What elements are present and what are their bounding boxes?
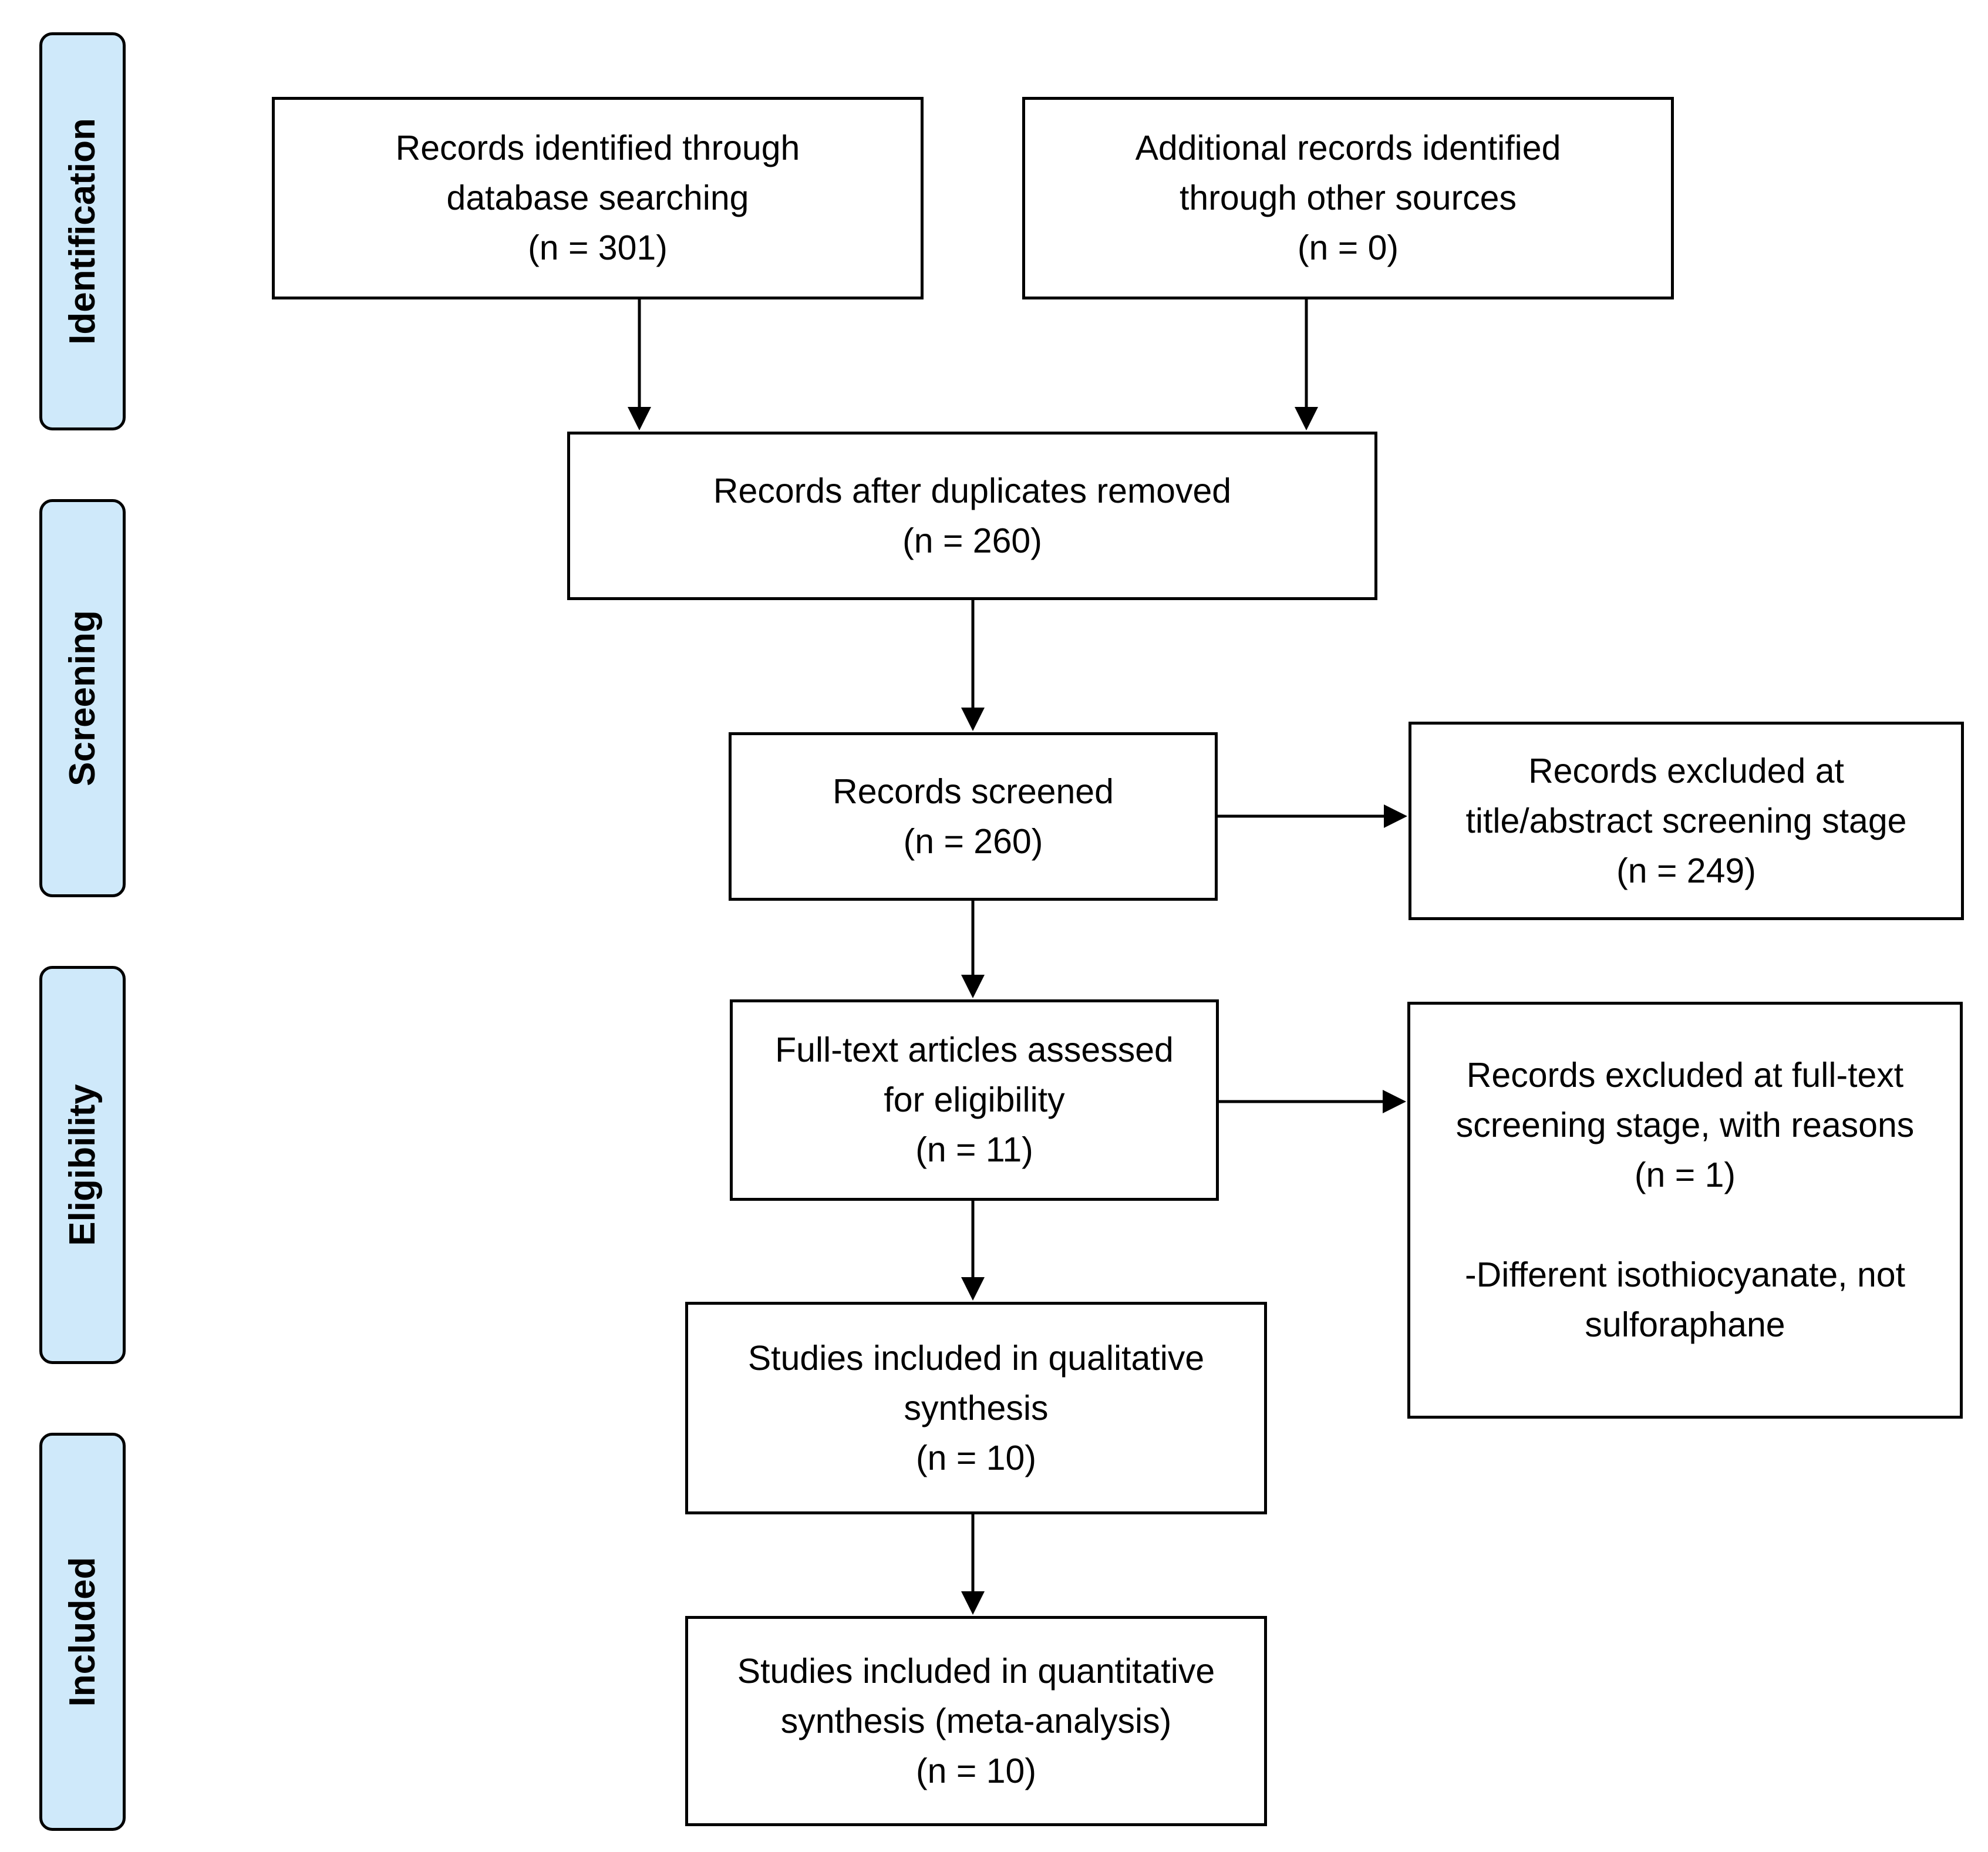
- excluded-full-text-reason-line1: -Different isothiocyanate, not: [1465, 1255, 1905, 1294]
- full-text-assessed-count: (n = 11): [915, 1130, 1033, 1169]
- quantitative-synthesis-count: (n = 10): [916, 1751, 1036, 1790]
- stage-identification-label: Identification: [62, 118, 103, 345]
- qualitative-synthesis-box: Studies included in qualitative synthesi…: [685, 1302, 1267, 1514]
- qualitative-synthesis-count: (n = 10): [916, 1438, 1036, 1477]
- duplicates-removed-count: (n = 260): [902, 521, 1042, 560]
- database-search-line2: database searching: [446, 179, 749, 217]
- stage-screening: Screening: [39, 499, 126, 897]
- database-search-box: Records identified through database sear…: [272, 97, 924, 299]
- duplicates-removed-line1: Records after duplicates removed: [713, 471, 1232, 510]
- excluded-full-text-box: Records excluded at full-text screening …: [1407, 1002, 1963, 1419]
- quantitative-synthesis-line2: synthesis (meta-analysis): [780, 1701, 1172, 1740]
- excluded-full-text-line2: screening stage, with reasons: [1455, 1106, 1915, 1144]
- quantitative-synthesis-box: Studies included in quantitative synthes…: [685, 1616, 1267, 1826]
- records-screened-line1: Records screened: [833, 772, 1114, 811]
- excluded-full-text-reason-line2: sulforaphane: [1585, 1305, 1785, 1344]
- records-screened-box: Records screened (n = 260): [729, 732, 1218, 901]
- other-sources-count: (n = 0): [1297, 228, 1399, 267]
- qualitative-synthesis-line1: Studies included in qualitative: [747, 1338, 1205, 1378]
- stage-screening-label: Screening: [62, 610, 103, 786]
- excluded-full-text-count: (n = 1): [1634, 1156, 1736, 1194]
- stage-eligibility: Eligibility: [39, 966, 126, 1364]
- quantitative-synthesis-line1: Studies included in quantitative: [737, 1651, 1215, 1691]
- excluded-title-abstract-line1: Records excluded at: [1528, 751, 1844, 790]
- qualitative-synthesis-line2: synthesis: [904, 1388, 1049, 1427]
- database-search-count: (n = 301): [528, 228, 668, 267]
- other-sources-box: Additional records identified through ot…: [1022, 97, 1674, 299]
- stage-identification: Identification: [39, 32, 126, 430]
- excluded-title-abstract-count: (n = 249): [1616, 851, 1756, 890]
- excluded-full-text-line1: Records excluded at full-text: [1466, 1056, 1904, 1095]
- duplicates-removed-box: Records after duplicates removed (n = 26…: [567, 432, 1377, 600]
- stage-included-label: Included: [62, 1557, 103, 1707]
- full-text-assessed-line1: Full-text articles assessed: [775, 1031, 1174, 1069]
- records-screened-count: (n = 260): [903, 821, 1043, 861]
- full-text-assessed-box: Full-text articles assessed for eligibil…: [730, 999, 1219, 1201]
- stage-eligibility-label: Eligibility: [62, 1084, 103, 1246]
- excluded-title-abstract-box: Records excluded at title/abstract scree…: [1409, 722, 1964, 920]
- other-sources-line1: Additional records identified: [1135, 129, 1561, 167]
- other-sources-line2: through other sources: [1180, 179, 1517, 217]
- stage-included: Included: [39, 1433, 126, 1831]
- database-search-line1: Records identified through: [395, 129, 800, 167]
- full-text-assessed-line2: for eligibility: [884, 1080, 1065, 1119]
- excluded-title-abstract-line2: title/abstract screening stage: [1465, 801, 1907, 840]
